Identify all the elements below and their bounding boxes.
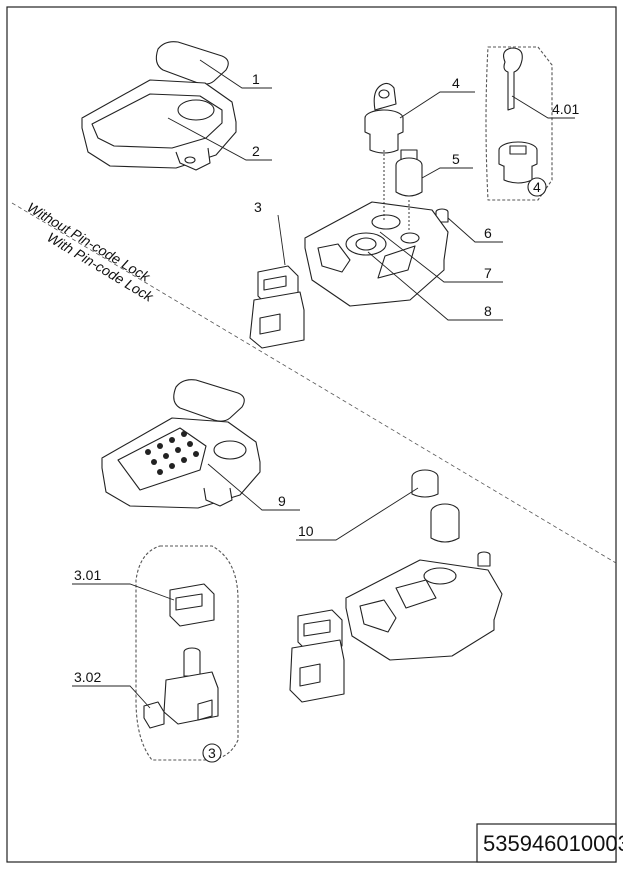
part-4-key-cylinder bbox=[364, 82, 404, 154]
part-3-02-small-part bbox=[143, 701, 165, 729]
pin-variant-screw bbox=[477, 551, 491, 567]
pin-variant-cover-plate bbox=[173, 379, 245, 422]
callout-3: 3 bbox=[254, 199, 262, 215]
callout-3-bubble: 3 bbox=[208, 745, 216, 761]
part-7-8-base-housing bbox=[304, 201, 449, 307]
part-3-core-body bbox=[163, 647, 219, 725]
callout-5: 5 bbox=[452, 151, 460, 167]
leader-lines bbox=[72, 59, 575, 709]
pin-variant-lock-core bbox=[430, 503, 460, 543]
callout-4-01: 4.01 bbox=[552, 101, 579, 117]
callout-7: 7 bbox=[484, 265, 492, 281]
part-1-cover-plate bbox=[155, 41, 229, 85]
keypad-buttons bbox=[145, 431, 199, 475]
callout-4: 4 bbox=[452, 75, 460, 91]
pin-variant-base-housing bbox=[345, 559, 503, 661]
part-4-01-key-detail bbox=[485, 46, 553, 201]
callout-8: 8 bbox=[484, 303, 492, 319]
part-3-cylinder-body bbox=[249, 265, 305, 349]
callout-3-02: 3.02 bbox=[74, 669, 101, 685]
part-5-insert bbox=[395, 149, 423, 197]
part-number: 535946010003 bbox=[483, 831, 623, 856]
callout-3-01: 3.01 bbox=[74, 567, 101, 583]
part-9-keypad-frame bbox=[101, 417, 261, 509]
callout-4-bubble: 4 bbox=[533, 179, 541, 195]
part-4-detail-bubble bbox=[527, 177, 547, 197]
part-10-insert bbox=[411, 469, 439, 498]
variant-divider-line bbox=[11, 202, 617, 564]
callout-9: 9 bbox=[278, 493, 286, 509]
part-3-detail-bubble bbox=[202, 743, 222, 763]
part-2-frame bbox=[81, 79, 237, 171]
drawing-frame bbox=[6, 6, 617, 863]
part-number-box bbox=[476, 823, 617, 863]
callout-10: 10 bbox=[298, 523, 314, 539]
pin-variant-cylinder-body bbox=[289, 609, 345, 703]
callout-1: 1 bbox=[252, 71, 260, 87]
callout-2: 2 bbox=[252, 143, 260, 159]
part-3-01-cylinder-head bbox=[169, 583, 215, 627]
callout-6: 6 bbox=[484, 225, 492, 241]
